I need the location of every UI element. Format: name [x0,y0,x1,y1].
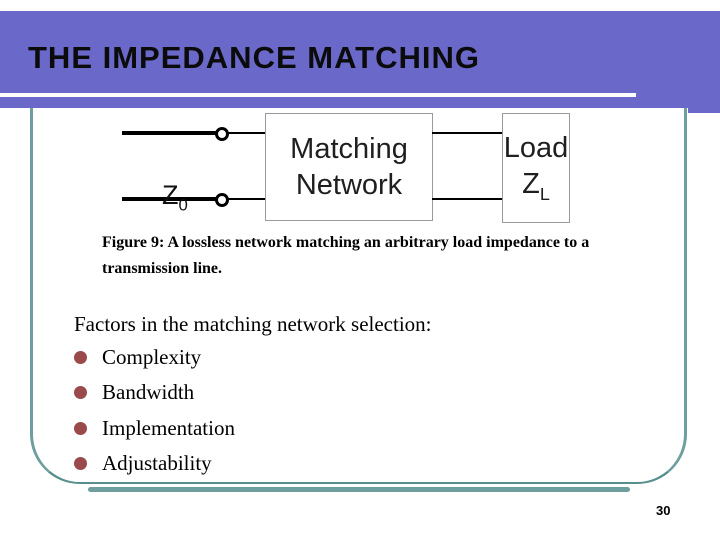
figure-caption: Figure 9: A lossless network matching an… [102,234,590,277]
list-item: Bandwidth [74,380,194,405]
bullet-icon [74,386,87,399]
list-item: Complexity [74,345,201,370]
factor-label: Implementation [102,416,235,440]
page-number: 30 [656,503,671,518]
content-frame-border [30,108,687,484]
page-title: THE IMPEDANCE MATCHING [28,40,480,75]
bullet-icon [74,351,87,364]
content-frame-swoosh [88,487,630,492]
title-bar-right-accent [688,108,720,113]
factors-heading: Factors in the matching network selectio… [74,312,432,336]
title-bar [0,11,720,108]
factor-label: Bandwidth [102,380,195,404]
title-bar-divider [0,93,636,97]
list-item: Implementation [74,416,235,441]
factor-label: Adjustability [102,451,212,475]
factor-label: Complexity [102,345,202,369]
list-item: Adjustability [74,451,212,476]
bullet-icon [74,457,87,470]
bullet-icon [74,422,87,435]
